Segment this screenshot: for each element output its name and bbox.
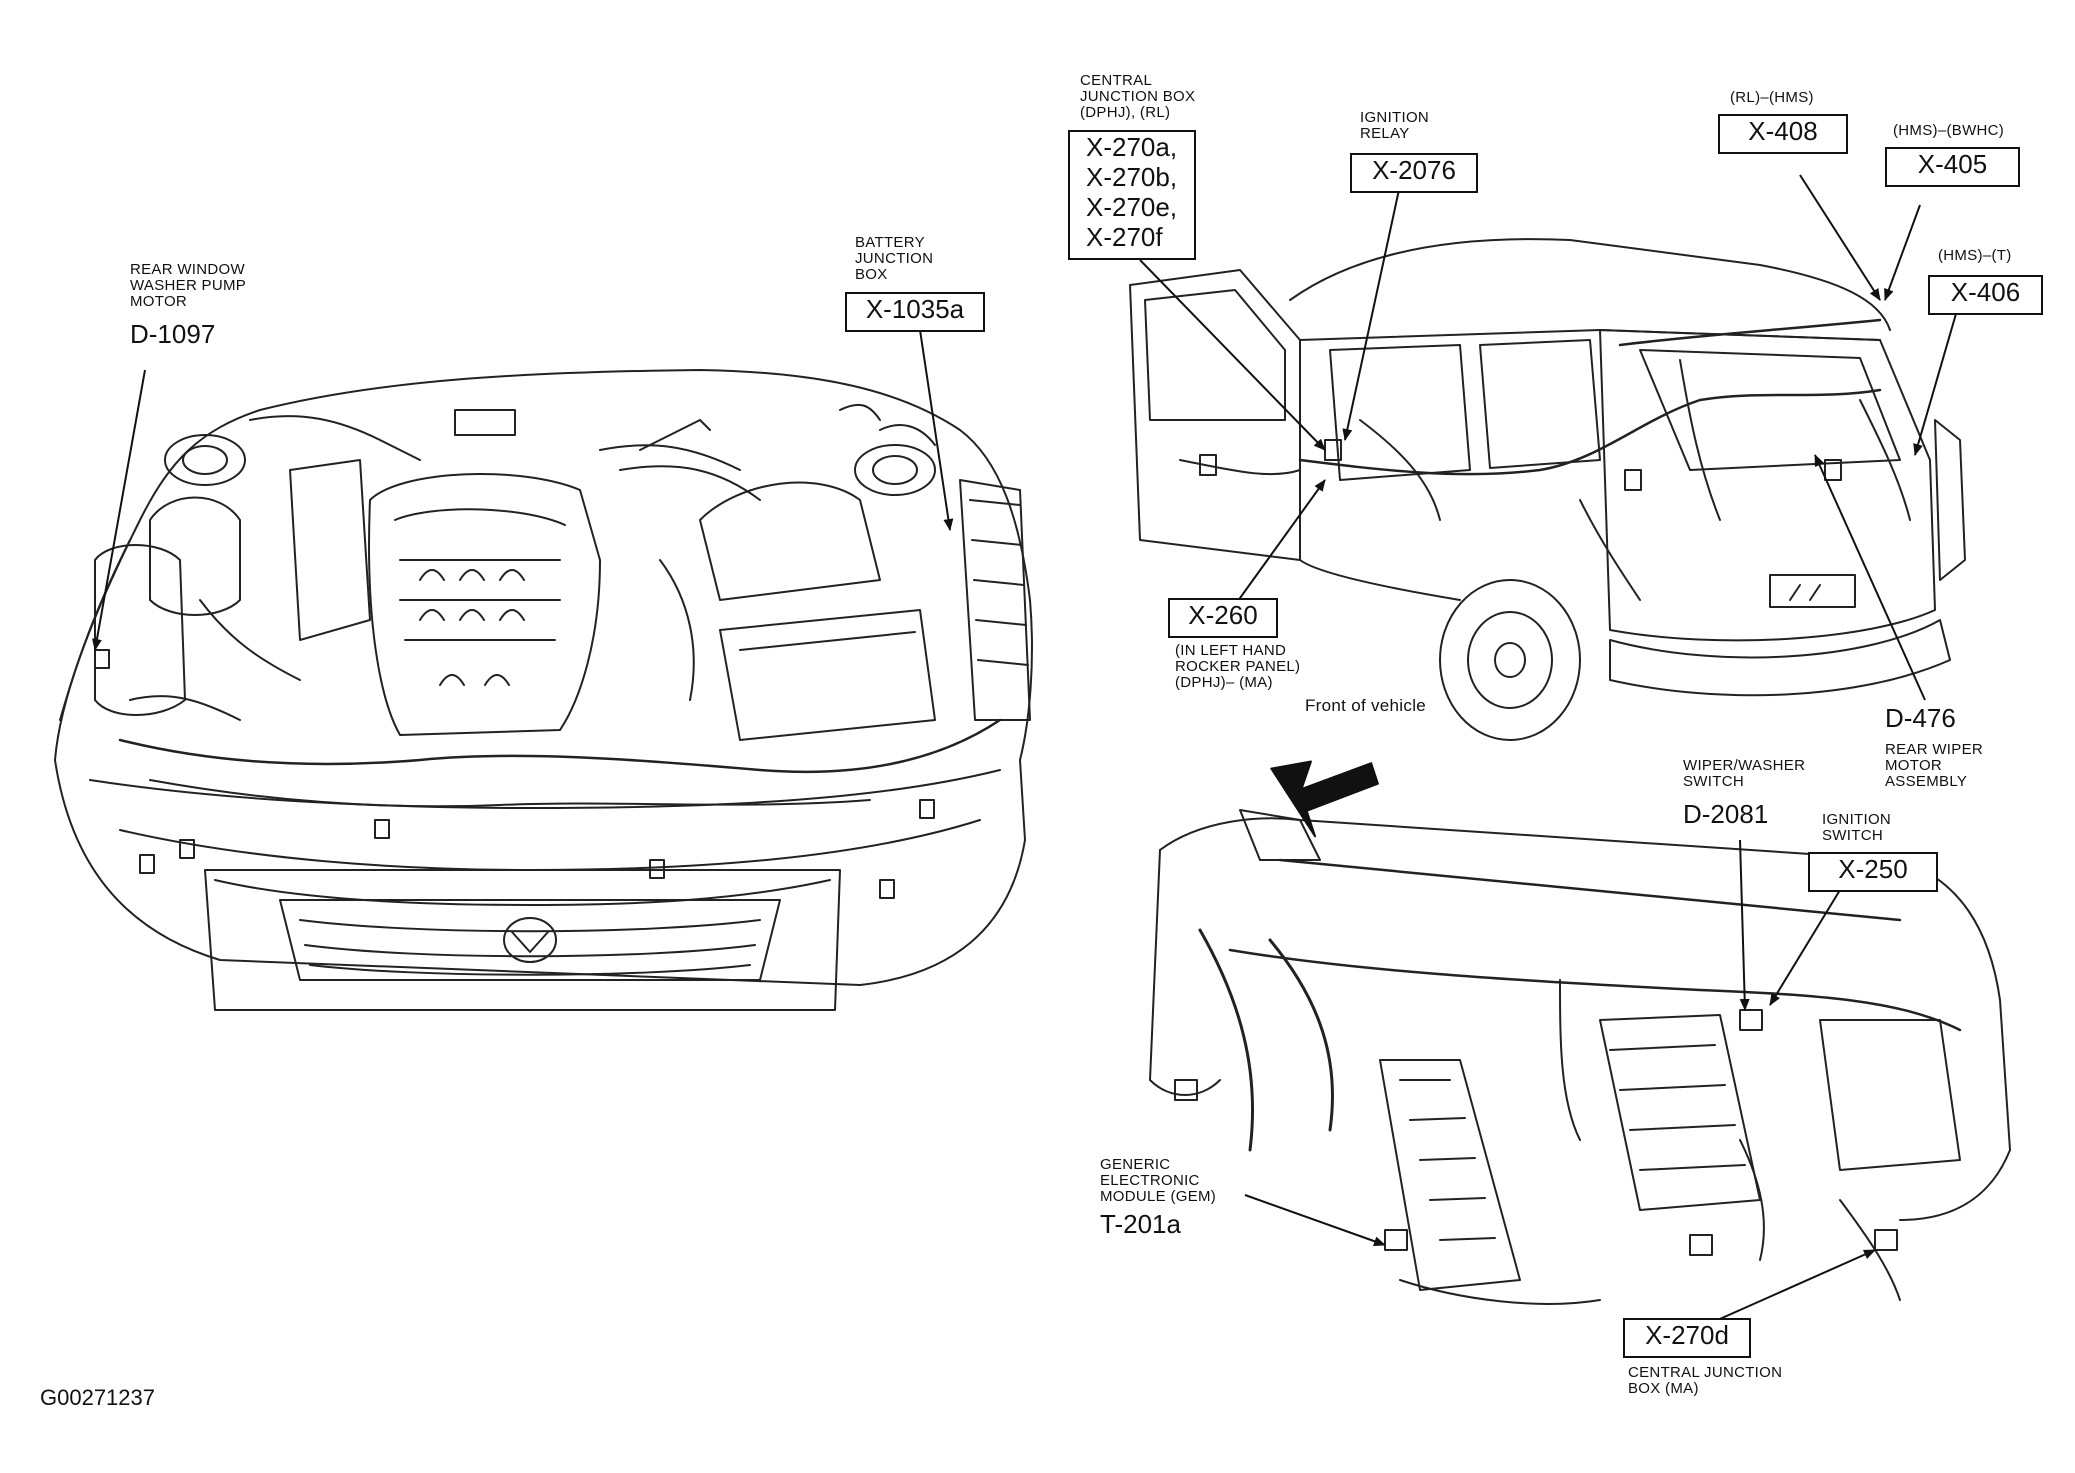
leader-x1035a — [919, 329, 954, 531]
central-junction-dphj-code: X-270a, X-270b, X-270e, X-270f — [1068, 130, 1196, 260]
rear-wiper-motor-label: REAR WIPER MOTOR ASSEMBLY — [1885, 741, 1984, 790]
x406-label: (HMS)–(T) — [1938, 247, 2012, 264]
leader-d2081 — [1739, 839, 1750, 1011]
leader-d1097 — [92, 369, 146, 651]
x260-label: (IN LEFT HAND ROCKER PANEL) (DPHJ)– (MA) — [1175, 642, 1301, 691]
gem-code: T-201a — [1100, 1209, 1181, 1239]
battery-junction-code: X-1035a — [845, 292, 985, 332]
leader-x2076 — [1342, 184, 1401, 441]
leader-lines — [92, 174, 1961, 1331]
vehicle-rear-drawing — [1129, 238, 1966, 741]
x408-label: (RL)–(HMS) — [1730, 89, 1814, 106]
battery-junction-label: BATTERY JUNCTION BOX — [855, 234, 934, 283]
leader-x406 — [1913, 299, 1961, 456]
leader-x270d — [1694, 1249, 1876, 1331]
ignition-relay-label: IGNITION RELAY — [1360, 109, 1430, 142]
central-junction-ma-label: CENTRAL JUNCTION BOX (MA) — [1628, 1364, 1783, 1397]
instrument-panel-drawing — [1149, 760, 2011, 1305]
ignition-switch-label: IGNITION SWITCH — [1822, 811, 1892, 844]
leader-t201a — [1244, 1194, 1386, 1247]
x260-code: X-260 — [1168, 598, 1278, 638]
figure-id: G00271237 — [40, 1385, 155, 1410]
engine-compartment-drawing — [54, 369, 1033, 1011]
wiper-washer-switch-code: D-2081 — [1683, 799, 1769, 829]
leader-x405 — [1884, 204, 1921, 301]
wiper-washer-switch-label: WIPER/WASHER SWITCH — [1683, 757, 1806, 790]
x406-code: X-406 — [1928, 275, 2043, 315]
leader-x270-dphj — [1139, 259, 1326, 451]
rear-washer-pump-code: D-1097 — [130, 319, 216, 349]
leader-d476 — [1814, 454, 1926, 701]
leader-x408 — [1799, 174, 1881, 301]
x405-label: (HMS)–(BWHC) — [1893, 122, 2005, 139]
rear-wiper-motor-code: D-476 — [1885, 703, 1956, 733]
rear-washer-pump-label: REAR WINDOW WASHER PUMP MOTOR — [130, 261, 247, 310]
central-junction-dphj-label: CENTRAL JUNCTION BOX (DPHJ), (RL) — [1080, 72, 1196, 121]
x405-code: X-405 — [1885, 147, 2020, 187]
x408-code: X-408 — [1718, 114, 1848, 154]
ignition-relay-code: X-2076 — [1350, 153, 1478, 193]
front-of-vehicle-label: Front of vehicle — [1305, 696, 1427, 715]
ignition-switch-code: X-250 — [1808, 852, 1938, 892]
leader-x250 — [1769, 889, 1841, 1006]
leader-x260 — [1234, 479, 1326, 606]
central-junction-ma-code: X-270d — [1623, 1318, 1751, 1358]
gem-label: GENERIC ELECTRONIC MODULE (GEM) — [1100, 1156, 1217, 1205]
